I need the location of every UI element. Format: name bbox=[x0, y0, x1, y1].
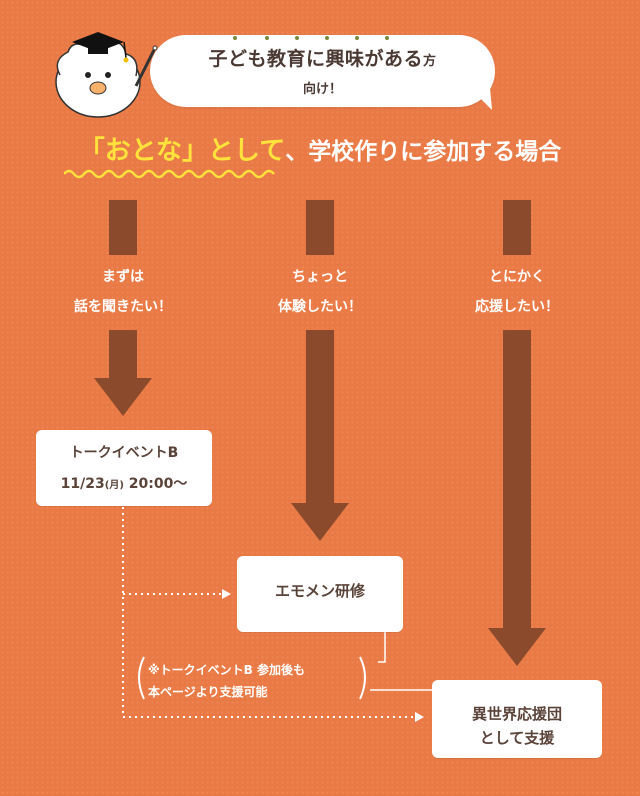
column-label-2: ちょっと体験したい！ bbox=[278, 269, 362, 315]
arrow-top-col1 bbox=[109, 200, 137, 255]
arrow-shaft-col3 bbox=[503, 330, 531, 630]
emo-training-box[interactable] bbox=[237, 556, 403, 632]
bubble-text-main: 子ども教育に興味がある方 bbox=[208, 48, 437, 70]
emphasis-dots bbox=[233, 36, 389, 40]
arrow-head-col3 bbox=[488, 628, 546, 666]
arrow-shaft-col2 bbox=[306, 330, 334, 505]
talk-event-box[interactable] bbox=[36, 430, 212, 506]
bubble-tail bbox=[470, 88, 492, 110]
note-line2: 本ページより支援可能 bbox=[148, 685, 268, 699]
bubble-text-sub: 向け！ bbox=[302, 82, 342, 97]
support-group-box[interactable] bbox=[432, 680, 602, 758]
heading-rest: 、学校作りに参加する場合 bbox=[285, 139, 562, 165]
column-label-1: まずは話を聞きたい！ bbox=[74, 269, 172, 315]
support-group-line2: として支援 bbox=[479, 729, 555, 747]
support-group-line1: 異世界応援団 bbox=[471, 705, 562, 723]
page-heading: 「おとな」として、学校作りに参加する場合 bbox=[0, 130, 640, 167]
heading-highlight: 「おとな」として bbox=[78, 136, 286, 166]
speech-bubble bbox=[150, 35, 495, 107]
wavy-underline bbox=[64, 169, 275, 179]
arrow-head-col1 bbox=[94, 378, 152, 416]
column-label-3: とにかく応援したい！ bbox=[475, 269, 559, 315]
note-line1: ※トークイベントB 参加後も bbox=[148, 663, 305, 677]
arrow-shaft-col1 bbox=[109, 330, 137, 380]
talk-event-date: 11/23(月) 20:00〜 bbox=[60, 476, 188, 492]
arrow-top-col3 bbox=[503, 200, 531, 255]
talk-event-title: トークイベントB bbox=[69, 445, 179, 461]
mascot-icon bbox=[55, 32, 158, 118]
emo-training-label: エモメン研修 bbox=[274, 582, 365, 600]
arrow-head-col2 bbox=[291, 503, 349, 541]
arrow-top-col2 bbox=[306, 200, 334, 255]
